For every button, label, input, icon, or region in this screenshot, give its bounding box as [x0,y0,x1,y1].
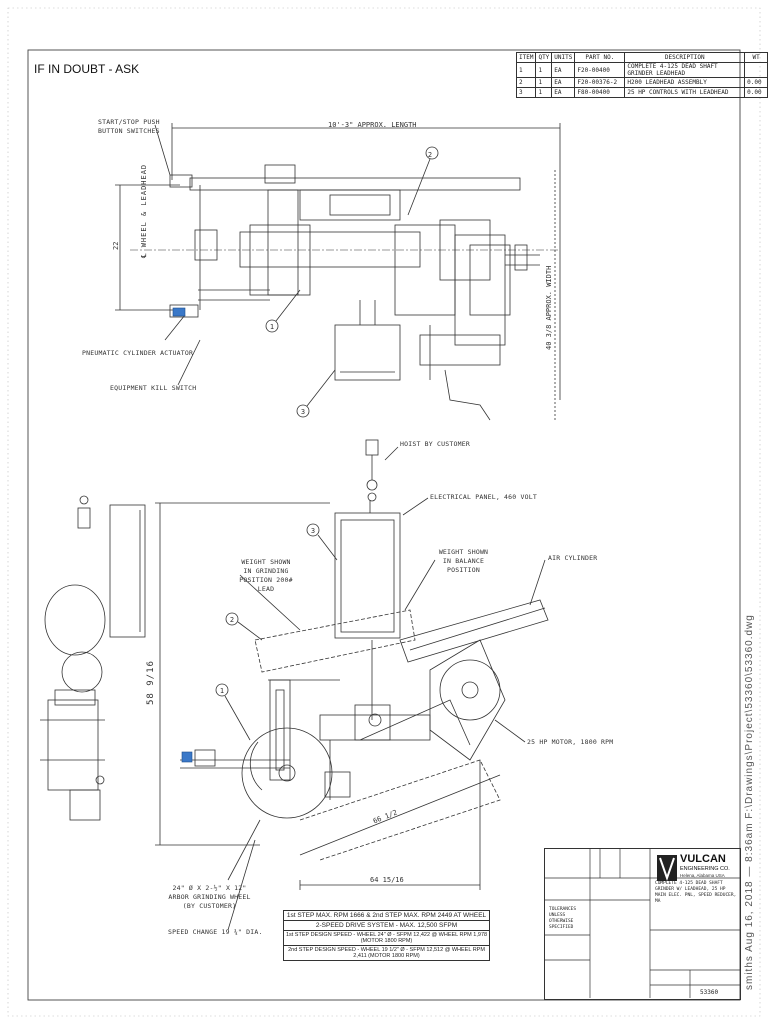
bom-cell: 0.00 [744,87,768,98]
start-stop-callout: START/STOP PUSH BUTTON SWITCHES [98,118,160,135]
bom-cell: 1 [535,87,553,98]
bom-header-units: UNITS [551,52,576,63]
actuator-highlight [172,307,186,317]
bom-cell: F20-00376-2 [574,77,626,88]
bom-cell: 0.00 [744,77,768,88]
note-line: 1st STEP MAX. RPM 1666 & 2nd STEP MAX. R… [284,911,489,921]
svg-text:3: 3 [311,527,315,535]
table-row: 2 1 EA F20-00376-2 H200 LEADHEAD ASSEMBL… [515,77,768,88]
svg-text:1: 1 [270,323,274,331]
note-line: 2nd STEP DESIGN SPEED - WHEEL 19 1/2" Ø … [288,947,485,959]
bom-cell: COMPLETE 4-125 DEAD SHAFT GRINDER LEADHE… [624,62,746,78]
bom-header-row: ITEM QTY UNITS PART NO. DESCRIPTION WT [515,52,768,63]
tolerances-label: TOLERANCES UNLESS OTHERWISE SPECIFIED [549,907,577,930]
bom-header-qty: QTY [535,52,553,63]
base-dimension: 64 15/16 [370,876,404,884]
bom-header-part: PART NO. [574,52,626,63]
bom-cell: 1 [515,62,537,78]
bom-cell: F80-00400 [574,87,626,98]
bom-cell: 1 [535,62,553,78]
note-line: 2-SPEED DRIVE SYSTEM - MAX. 12,500 SFPM [284,921,489,931]
panel-callout: ELECTRICAL PANEL, 460 VOLT [430,493,537,501]
bom-cell: F20-00400 [574,62,626,78]
bom-cell: 25 HP CONTROLS WITH LEADHEAD [624,87,746,98]
speed-notes: 1st STEP MAX. RPM 1666 & 2nd STEP MAX. R… [283,910,490,961]
speed-change-callout: SPEED CHANGE 19 ¾" DIA. [168,928,263,936]
elevation-actuator-highlight [181,751,193,763]
table-row: 1 1 EA F20-00400 COMPLETE 4-125 DEAD SHA… [515,62,768,78]
bom-cell: EA [551,62,576,78]
title-block: TOLERANCES UNLESS OTHERWISE SPECIFIED CO… [544,848,741,1000]
bom-cell: H200 LEADHEAD ASSEMBLY [624,77,746,88]
bom-cell: 1 [535,77,553,88]
bom-header-desc: DESCRIPTION [624,52,746,63]
svg-text:1: 1 [220,687,224,695]
bill-of-materials: ITEM QTY UNITS PART NO. DESCRIPTION WT 1… [515,52,768,98]
cylinder-actuator-callout: PNEUMATIC CYLINDER ACTUATOR [82,349,194,357]
bom-cell [744,62,768,78]
height-dimension: 22 [112,241,120,250]
motor-callout: 25 HP MOTOR, 1800 RPM [527,738,614,746]
bom-cell: EA [551,77,576,88]
air-cylinder-callout: AIR CYLINDER [548,554,598,562]
elevation-view [40,439,549,931]
sheet-note: IF IN DOUBT - ASK [34,62,140,76]
grinding-position-callout: WEIGHT SHOWN IN GRINDING POSITION 200# L… [239,558,293,593]
svg-text:2: 2 [428,151,432,159]
wheel-callout: 24" Ø X 2-½" X 12" ARBOR GRINDING WHEEL … [168,884,251,910]
svg-text:2: 2 [230,616,234,624]
table-row: 3 1 EA F80-00400 25 HP CONTROLS WITH LEA… [515,87,768,98]
file-path-stamp: smiths Aug 16, 2018 — 8:36am F:\Drawings… [744,614,755,990]
bom-cell: 3 [515,87,537,98]
drawing-number: 53360 [700,989,719,996]
length-dimension: 10'-3" APPROX. LENGTH [328,121,417,129]
company-sub: ENGINEERING CO. [680,866,730,872]
vulcan-logo [657,855,677,882]
company-location: Helena, Alabama USA [680,873,725,878]
hoist-callout: HOIST BY CUSTOMER [400,440,470,448]
drawing-title: COMPLETE 4-125 DEAD SHAFT GRINDER W/ LEA… [655,881,737,904]
balance-position-callout: WEIGHT SHOWN IN BALANCE POSITION [438,548,489,574]
bom-cell: 2 [515,77,537,88]
plan-view [115,123,561,421]
bom-header-item: ITEM [515,52,537,63]
bom-cell: EA [551,87,576,98]
company-name: VULCAN [680,853,726,865]
kill-switch-callout: EQUIPMENT KILL SWITCH [110,384,197,392]
svg-text:3: 3 [301,408,305,416]
bom-header-wt: WT [744,52,768,63]
width-dimension: 40 3/8 APPROX. WIDTH [545,265,553,350]
title-block-grid [544,848,740,998]
note-line: 1st STEP DESIGN SPEED - WHEEL 24" Ø - SF… [284,932,489,946]
elevation-height-dimension: 58 9/16 [146,660,156,705]
centerline-label: ℄ WHEEL & LEADHEAD [140,163,148,258]
